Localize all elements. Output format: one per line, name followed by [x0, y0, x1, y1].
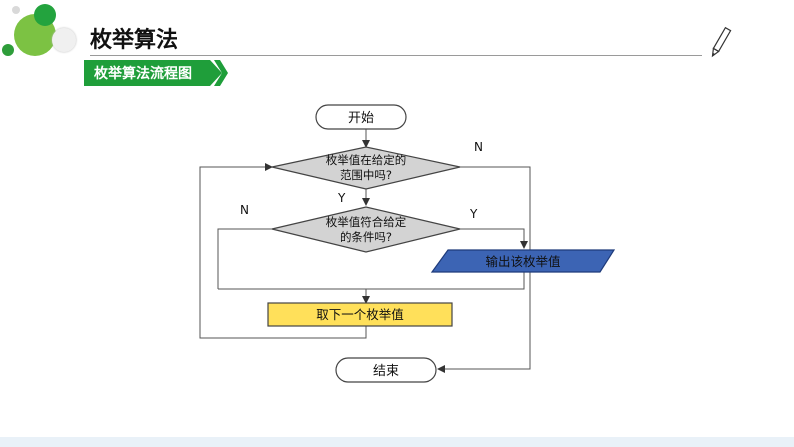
next-value-label: 取下一个枚举值	[316, 307, 404, 322]
start-node	[315, 104, 407, 130]
decision-in-range-line2: 范围中吗?	[340, 168, 392, 182]
decorative-circle-green	[34, 4, 56, 26]
branch-label-y1: Y	[337, 191, 346, 205]
edge-cond2-no	[217, 228, 272, 289]
page-title: 枚举算法	[90, 28, 179, 53]
output-label: 输出该枚举值	[485, 254, 560, 269]
title-divider	[90, 55, 702, 56]
start-label: 开始	[348, 111, 374, 126]
branch-label-n2: N	[240, 203, 249, 217]
decision-in-range	[271, 146, 461, 190]
section-heading-band: 枚举算法流程图	[84, 60, 228, 86]
decision-meets-condition-line1: 枚举值符合给定	[326, 215, 407, 229]
decorative-circle-white	[52, 28, 76, 52]
end-label: 结束	[373, 364, 399, 379]
decorative-circle-small	[2, 44, 14, 56]
decision-meets-condition-line2: 的条件吗?	[340, 230, 392, 244]
pencil-icon	[711, 26, 732, 58]
decision-in-range-line1: 枚举值在给定的	[326, 153, 407, 167]
edge-cond2-yes	[460, 228, 528, 249]
edge-output-merge	[218, 272, 525, 290]
output-node	[430, 249, 616, 273]
section-heading: 枚举算法流程图	[94, 66, 192, 82]
decorative-circle-gray	[12, 6, 20, 14]
bottom-strip	[0, 437, 794, 447]
branch-label-y2: Y	[469, 207, 478, 221]
edge-loop-back	[199, 163, 367, 339]
end-node	[335, 357, 437, 383]
decision-meets-condition	[271, 206, 461, 253]
branch-label-n1: N	[474, 140, 483, 154]
next-value-node	[267, 302, 453, 327]
